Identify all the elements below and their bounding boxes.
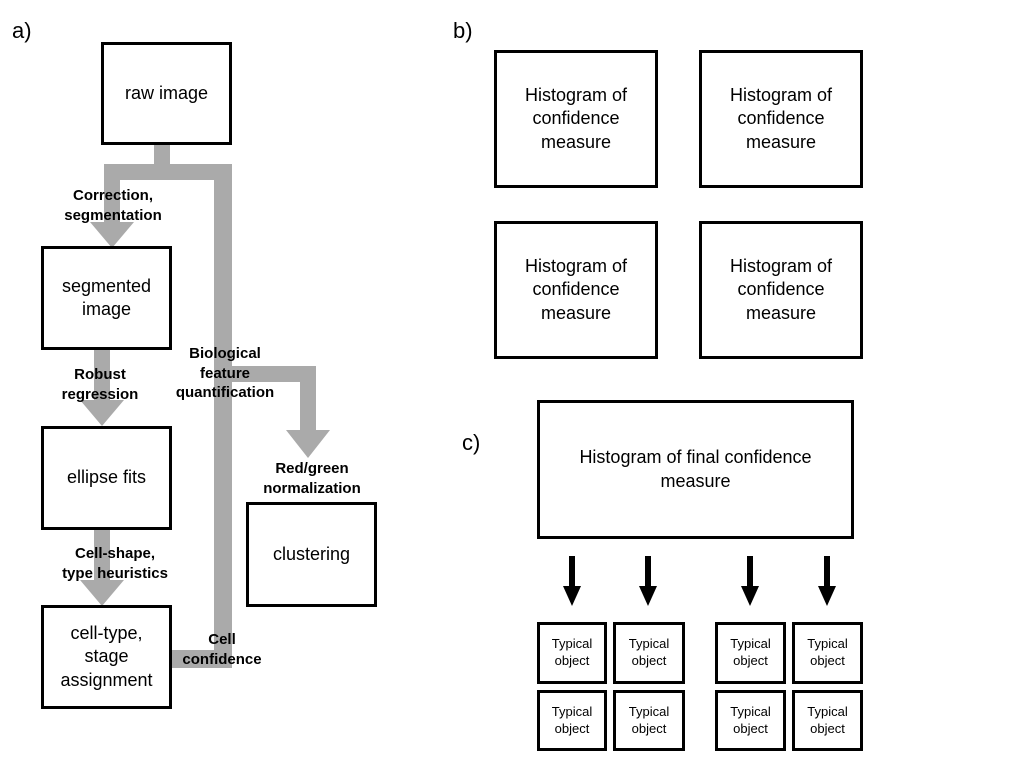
label-correction-segmentation: Correction, segmentation — [64, 187, 162, 224]
label-cell-confidence: Cell confidence — [182, 631, 262, 668]
typical-object-1: Typical object — [537, 622, 607, 684]
typical-object-2: Typical object — [613, 622, 685, 684]
arrow-head-4 — [818, 586, 836, 606]
panel-label-c: c) — [462, 430, 481, 455]
branch-down — [300, 366, 316, 432]
panel-label-b: b) — [453, 18, 473, 43]
arrow-to-celltype — [80, 580, 124, 606]
histogram-box-1: Histogram of confidence measure — [494, 50, 658, 188]
trunk-top-bar — [104, 164, 232, 180]
arrow-shaft-3 — [747, 556, 753, 590]
cell-type-stage-box: cell-type, stage assignment — [41, 605, 172, 709]
typical-object-3: Typical object — [715, 622, 786, 684]
arrow-shaft-1 — [569, 556, 575, 590]
clustering-box: clustering — [246, 502, 377, 607]
histogram-box-3: Histogram of confidence measure — [494, 221, 658, 359]
ellipse-to-celltype — [94, 530, 110, 582]
typical-object-7: Typical object — [715, 690, 786, 751]
raw-image-box: raw image — [101, 42, 232, 145]
label-robust-regression: Robust regression — [61, 366, 139, 403]
arrow-to-ellipse — [80, 400, 124, 426]
arrow-to-segmented — [90, 222, 134, 248]
typical-object-8: Typical object — [792, 690, 863, 751]
histogram-box-4: Histogram of confidence measure — [699, 221, 863, 359]
trunk-bottom-bar — [170, 650, 232, 668]
final-histogram-box: Histogram of final confidence measure — [537, 400, 854, 539]
branch-horizontal — [214, 366, 316, 382]
arrow-shaft-2 — [645, 556, 651, 590]
histogram-box-2: Histogram of confidence measure — [699, 50, 863, 188]
typical-object-6: Typical object — [613, 690, 685, 751]
typical-object-4: Typical object — [792, 622, 863, 684]
trunk-vertical — [214, 164, 232, 668]
panel-label-a: a) — [12, 18, 32, 43]
seg-to-ellipse — [94, 350, 110, 402]
arrow-shaft-4 — [824, 556, 830, 590]
ellipse-fits-box: ellipse fits — [41, 426, 172, 530]
label-biological-feature: Biological feature quantification — [175, 345, 275, 401]
label-cell-shape-heuristics: Cell-shape, type heuristics — [62, 545, 168, 582]
arrow-head-2 — [639, 586, 657, 606]
arrow-head-3 — [741, 586, 759, 606]
trunk-left-down — [104, 164, 120, 224]
arrow-head-1 — [563, 586, 581, 606]
label-red-green-normalization: Red/green normalization — [263, 460, 361, 497]
typical-object-5: Typical object — [537, 690, 607, 751]
segmented-image-box: segmented image — [41, 246, 172, 350]
arrow-to-clustering — [286, 430, 330, 458]
